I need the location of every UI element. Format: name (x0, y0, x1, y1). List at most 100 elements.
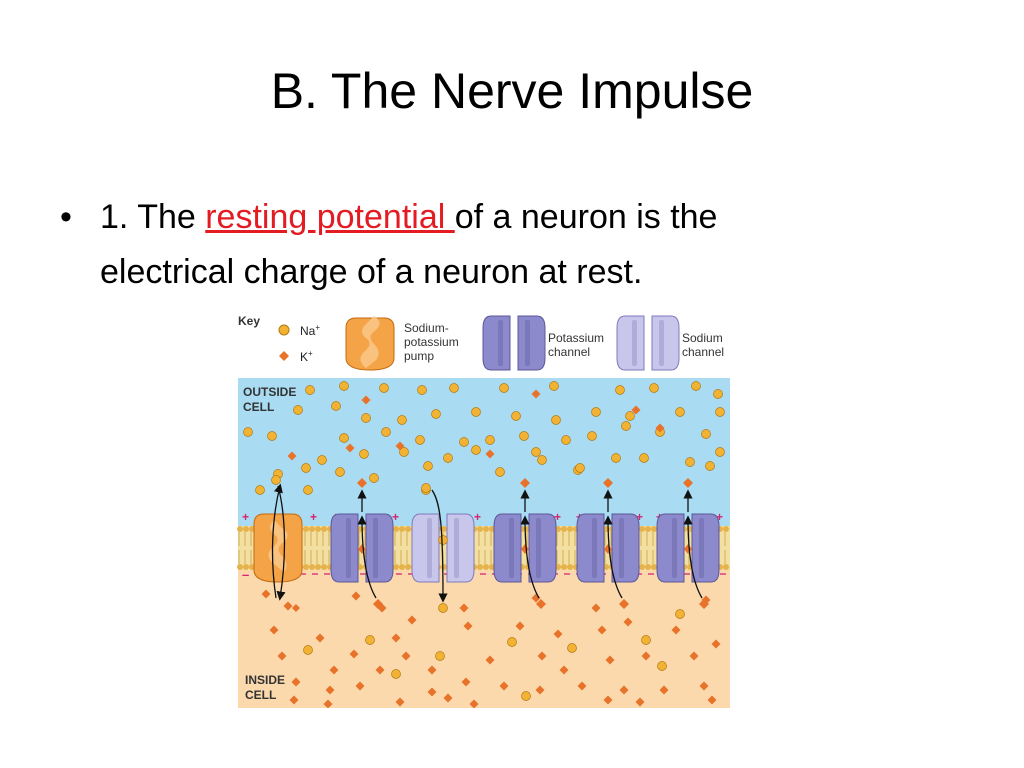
na-ion (303, 485, 313, 495)
channel-right-half (691, 513, 720, 583)
pump-groove (360, 316, 380, 368)
lipid-head (723, 564, 729, 570)
k-ion (699, 681, 709, 691)
channel-shading (525, 320, 530, 366)
lipid-head (651, 564, 657, 570)
key-potassium-channel (482, 315, 546, 371)
membrane-sodium-channel (411, 513, 475, 583)
na-ion (303, 645, 313, 655)
lipid-head (477, 526, 483, 532)
na-ion (701, 429, 711, 439)
na-ion (511, 411, 521, 421)
lipid-head (567, 526, 573, 532)
membrane-potassium-channel (493, 513, 557, 583)
na-ion (421, 483, 431, 493)
na-ion (549, 381, 559, 391)
lipid-head (309, 564, 315, 570)
na-ion (567, 643, 577, 653)
k-ion (619, 599, 629, 609)
lipid-head (405, 564, 411, 570)
na-ion (649, 383, 659, 393)
legend-sodium-channel-icon (616, 315, 680, 371)
k-ion (345, 443, 355, 453)
ions (243, 381, 725, 708)
na-ion (335, 467, 345, 477)
k-ion (395, 441, 405, 451)
legend-k-label: K+ (300, 349, 313, 364)
na-ion (507, 637, 517, 647)
legend-na-ion (278, 324, 290, 336)
na-ion (255, 485, 265, 495)
na-ion (611, 453, 621, 463)
lipid-head (639, 526, 645, 532)
channel-left-half (493, 513, 522, 583)
na-ion (691, 381, 701, 391)
k-ion (443, 693, 453, 703)
channel-shading (592, 518, 597, 578)
lipid-head (483, 564, 489, 570)
sodium-influx-arrow (431, 489, 448, 603)
na-ion (621, 421, 631, 431)
resting-potential-term: resting potential (205, 198, 455, 236)
lipid-head (393, 564, 399, 570)
k-ion (577, 681, 587, 691)
k-ion (485, 655, 495, 665)
potassium-efflux-arrow (357, 515, 377, 599)
na-ion (685, 457, 695, 467)
na-ion (657, 661, 667, 671)
na-ion (471, 407, 481, 417)
pump-na-out-arrow (276, 485, 286, 601)
na-ion (415, 435, 425, 445)
bullet-text: 1. The resting potential of a neuron is … (100, 190, 960, 300)
lipid-head (723, 526, 729, 532)
k-ion (641, 651, 651, 661)
membrane-potassium-channel (330, 513, 394, 583)
k-ion (520, 478, 530, 488)
k-ion (591, 603, 601, 613)
k-ion (635, 697, 645, 707)
na-ion (639, 453, 649, 463)
k-ion (287, 451, 297, 461)
k-ion (427, 665, 437, 675)
k-ion (603, 478, 613, 488)
k-ion (623, 617, 633, 627)
channel-right-half (517, 315, 546, 371)
lipid-head (561, 526, 567, 532)
channel-shading (619, 518, 624, 578)
k-ion (631, 405, 641, 415)
lipid-head (309, 526, 315, 532)
k-ion (269, 625, 279, 635)
lipid-head (441, 564, 447, 570)
outer-charge-sign: + (310, 510, 317, 524)
channel-shading (427, 518, 432, 578)
channel-right-half (365, 513, 394, 583)
k-ion (461, 677, 471, 687)
na-ion (431, 409, 441, 419)
k-ion (292, 604, 300, 612)
bullet-rest-line1: of a neuron is the (454, 198, 718, 236)
inside-cell-label: INSIDE CELL (245, 673, 288, 702)
na-ion (521, 691, 531, 701)
na-ion (301, 463, 311, 473)
k-ion (361, 395, 371, 405)
legend-sodium-channel-label: Sodium channel (682, 331, 726, 359)
na-ion (537, 455, 547, 465)
na-ion (449, 383, 459, 393)
cell-membrane (237, 526, 730, 570)
k-ion (357, 478, 367, 488)
na-ion (397, 415, 407, 425)
k-ion (391, 633, 401, 643)
legend-pump-icon (345, 316, 395, 371)
legend-title: Key (238, 314, 260, 328)
na-ion (715, 407, 725, 417)
channel-right-half (528, 513, 557, 583)
na-ion (715, 447, 725, 457)
k-ion (535, 685, 545, 695)
legend-potassium-channel-label: Potassium channel (548, 331, 607, 359)
ion-flow-arrows (271, 475, 709, 613)
lipid-head (567, 564, 573, 570)
outer-charge-sign: + (474, 510, 481, 524)
k-ion (559, 665, 569, 675)
k-ion (277, 651, 287, 661)
k-ion (699, 599, 709, 609)
